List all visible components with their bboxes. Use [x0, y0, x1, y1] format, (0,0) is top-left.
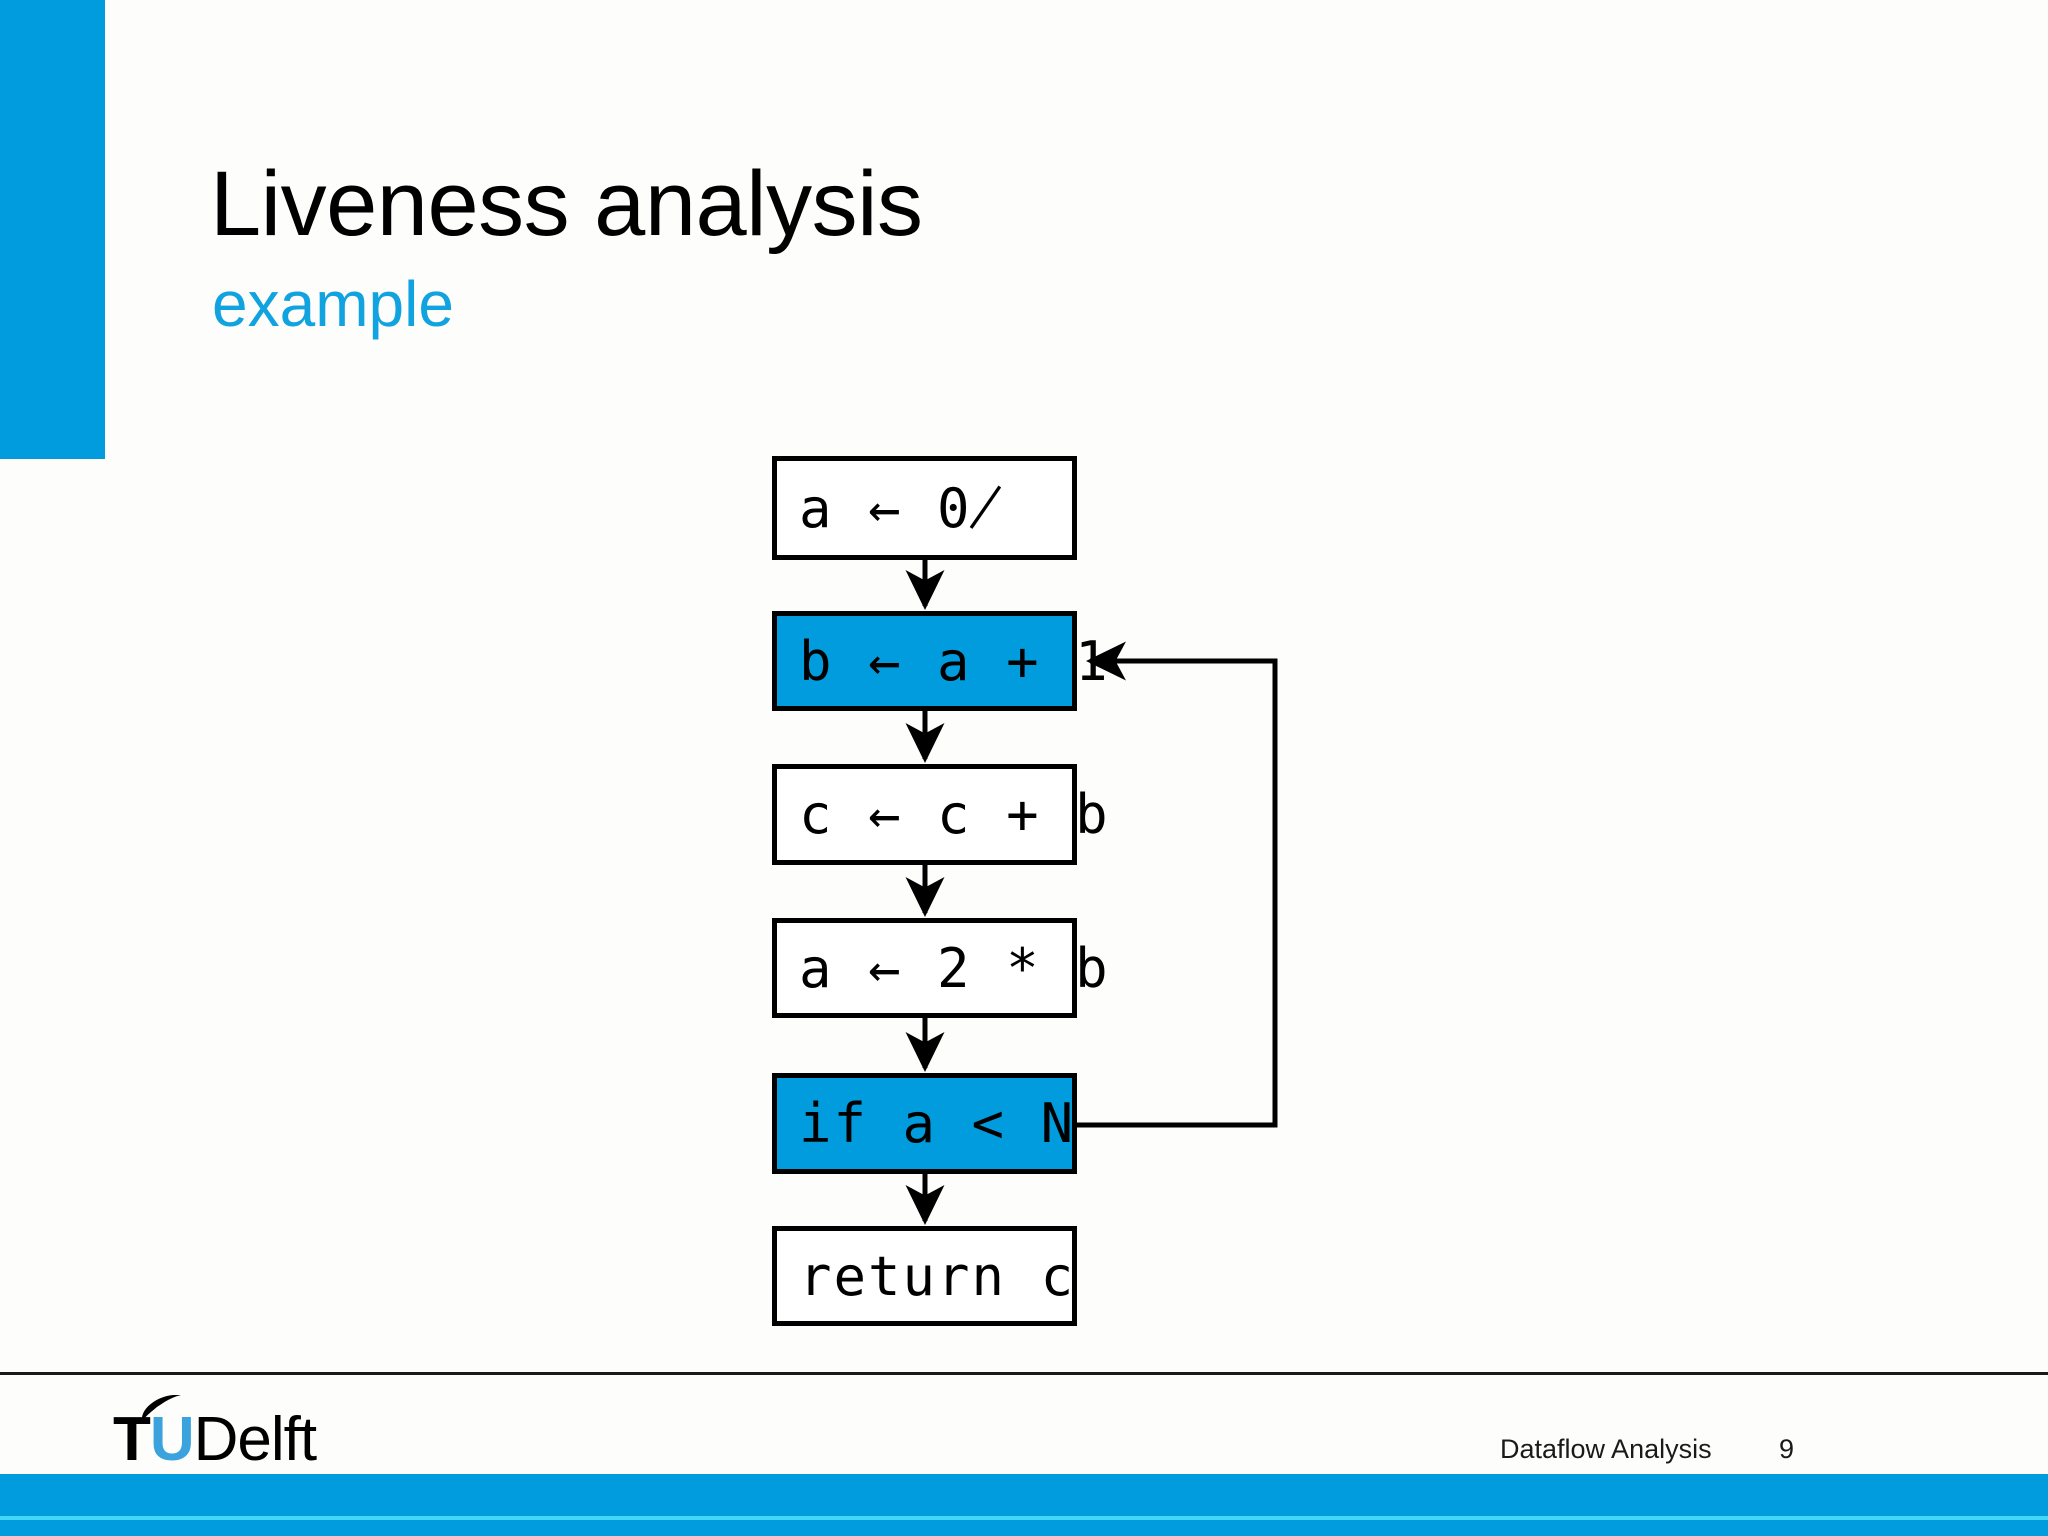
logo-word-delft: Delft: [193, 1405, 317, 1474]
cfg-node-3-label: c ← c + b: [799, 783, 1110, 846]
cfg-node-assign-a-0: a ← 0̸: [772, 456, 1077, 560]
footer-page-number: 9: [1779, 1434, 1795, 1464]
cfg-node-5-label: if a < N: [799, 1092, 1076, 1155]
logo-letter-u: U: [149, 1405, 195, 1474]
page-title: Liveness analysis: [210, 153, 923, 255]
footer-blue-band: [0, 1474, 2048, 1536]
cfg-node-assign-b: b ← a + 1: [772, 611, 1108, 711]
cfg-node-assign-c: c ← c + b: [772, 764, 1108, 865]
cfg-node-1-label: a ← 0̸: [799, 476, 1005, 540]
edge-n5-n2-back: [1077, 641, 1278, 1128]
footer-band-highlight-line: [0, 1516, 2048, 1520]
cfg-node-6-label: return c: [799, 1244, 1076, 1308]
page-subtitle: example: [212, 268, 454, 340]
accent-bar-top-left: [0, 0, 105, 459]
footer-divider: [0, 1372, 2048, 1375]
tu-delft-wordmark: TUDelft: [113, 1409, 317, 1471]
cfg-node-condition-if: if a < N: [772, 1073, 1077, 1174]
tu-delft-flame-icon: [141, 1395, 181, 1421]
cfg-node-return-c: return c: [772, 1226, 1077, 1326]
cfg-node-assign-a-2b: a ← 2 * b: [772, 918, 1108, 1018]
tu-delft-logo: TUDelft: [113, 1395, 363, 1471]
logo-letter-t: T: [113, 1405, 151, 1474]
cfg-node-2-label: b ← a + 1: [799, 629, 1110, 693]
cfg-node-4-label: a ← 2 * b: [799, 936, 1110, 1000]
footer-subject: Dataflow Analysis: [1500, 1434, 1712, 1464]
